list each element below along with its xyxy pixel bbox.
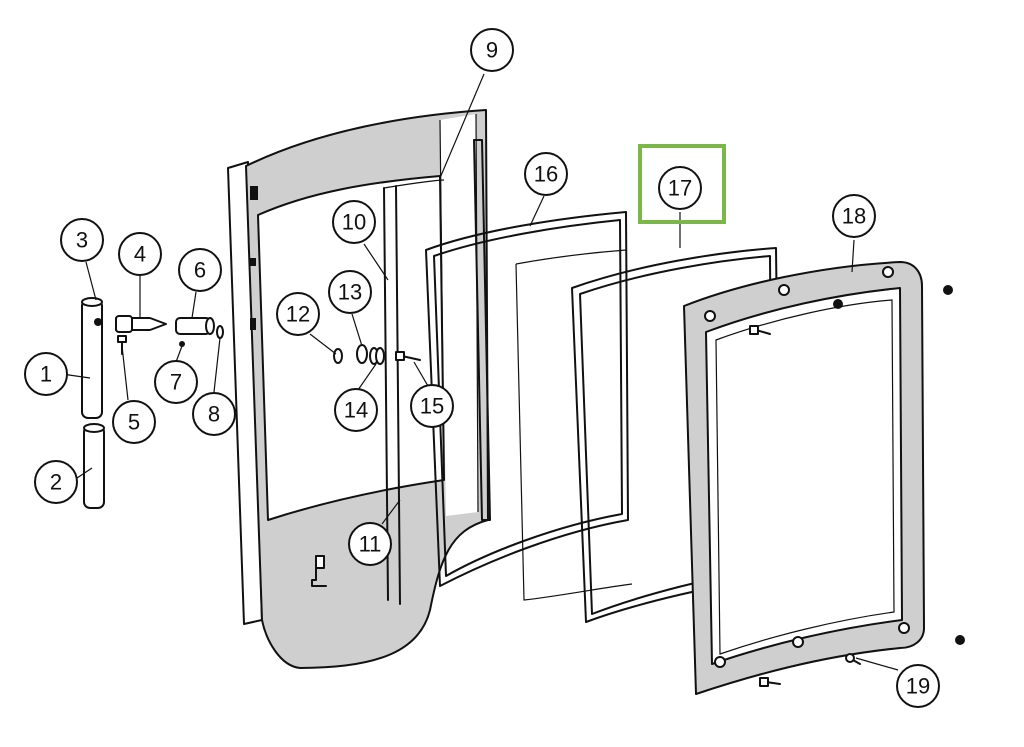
hinge-parts	[81, 297, 224, 509]
svg-text:15: 15	[420, 394, 444, 419]
callout-10: 10	[332, 200, 376, 244]
svg-text:12: 12	[286, 302, 310, 327]
callout-9: 9	[470, 28, 514, 72]
svg-text:4: 4	[134, 242, 146, 267]
svg-text:18: 18	[842, 204, 866, 229]
fasteners-12-15	[333, 344, 421, 365]
callout-7: 7	[154, 360, 198, 404]
gasket-frame	[425, 211, 633, 601]
callout-8: 8	[192, 392, 236, 436]
callout-18: 18	[832, 194, 876, 238]
svg-text:2: 2	[50, 470, 62, 495]
svg-text:6: 6	[194, 258, 206, 283]
svg-text:11: 11	[359, 532, 382, 557]
callouts: 1 2 3 4 5 6 7 8 9 10 11 12 13 14 15 16 1…	[24, 28, 940, 708]
svg-text:17: 17	[668, 176, 692, 201]
callout-5: 5	[112, 400, 156, 444]
callout-11: 11	[348, 522, 392, 566]
callout-4: 4	[118, 232, 162, 276]
callout-6: 6	[178, 248, 222, 292]
svg-text:16: 16	[534, 162, 558, 187]
svg-text:7: 7	[170, 370, 182, 395]
callout-15: 15	[410, 384, 454, 428]
svg-text:19: 19	[906, 674, 930, 699]
callout-3: 3	[60, 218, 104, 262]
callout-13: 13	[328, 270, 372, 314]
callout-19: 19	[896, 664, 940, 708]
callout-16: 16	[524, 152, 568, 196]
svg-text:1: 1	[40, 362, 52, 387]
leader-lines	[61, 73, 899, 671]
highlight-box	[638, 144, 726, 224]
svg-text:3: 3	[76, 228, 88, 253]
callout-2: 2	[34, 460, 78, 504]
callout-17: 17	[658, 166, 702, 210]
callout-14: 14	[334, 388, 378, 432]
door-body	[227, 109, 491, 669]
callout-12: 12	[276, 292, 320, 336]
svg-text:8: 8	[208, 402, 220, 427]
svg-text:13: 13	[338, 280, 362, 305]
svg-text:5: 5	[128, 410, 140, 435]
outer-frame	[683, 261, 965, 695]
svg-text:9: 9	[486, 38, 498, 63]
callout-1: 1	[24, 352, 68, 396]
svg-text:14: 14	[344, 398, 368, 423]
svg-text:10: 10	[342, 210, 366, 235]
